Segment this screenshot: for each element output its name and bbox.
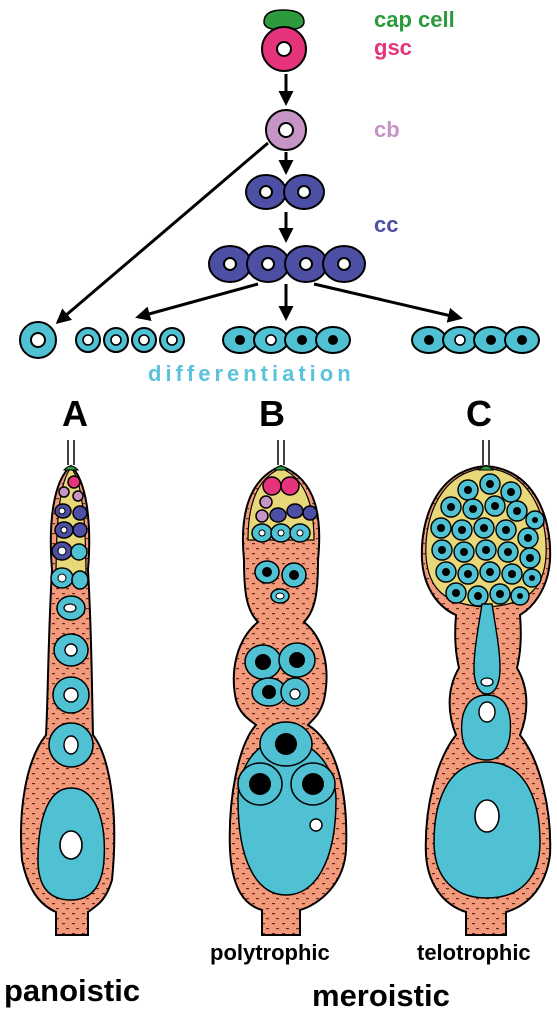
gsc-nucleus [277, 42, 291, 56]
label-telotrophic: telotrophic [417, 940, 531, 965]
panel-label-b: B [259, 393, 285, 434]
arrow-cc-left [138, 284, 258, 317]
ovariole-telotrophic [422, 440, 550, 935]
cystocyte-2cell [246, 175, 324, 209]
diff-polytrophic-chain [223, 327, 350, 353]
arrow-cc-right [314, 284, 460, 318]
label-cb: cb [374, 117, 400, 142]
label-meroistic: meroistic [312, 978, 450, 1009]
label-panoistic: panoistic [4, 973, 140, 1008]
panel-label-c: C [466, 393, 492, 434]
diff-single-oocyte [20, 322, 56, 358]
diff-separate-four [76, 328, 184, 352]
cb-nucleus [279, 123, 293, 137]
label-cc: cc [374, 212, 398, 237]
ovariole-panoistic [21, 440, 114, 935]
diff-telotrophic-chain [412, 327, 539, 353]
ovariole-polytrophic [230, 440, 347, 935]
label-differentiation: differentiation [148, 361, 355, 386]
cystocyte-4cell [209, 246, 365, 282]
label-gsc: gsc [374, 35, 412, 60]
label-polytrophic: polytrophic [210, 940, 330, 965]
arrow-cb-single [58, 143, 268, 322]
panel-label-a: A [62, 393, 88, 434]
label-cap-cell: cap cell [374, 7, 455, 32]
